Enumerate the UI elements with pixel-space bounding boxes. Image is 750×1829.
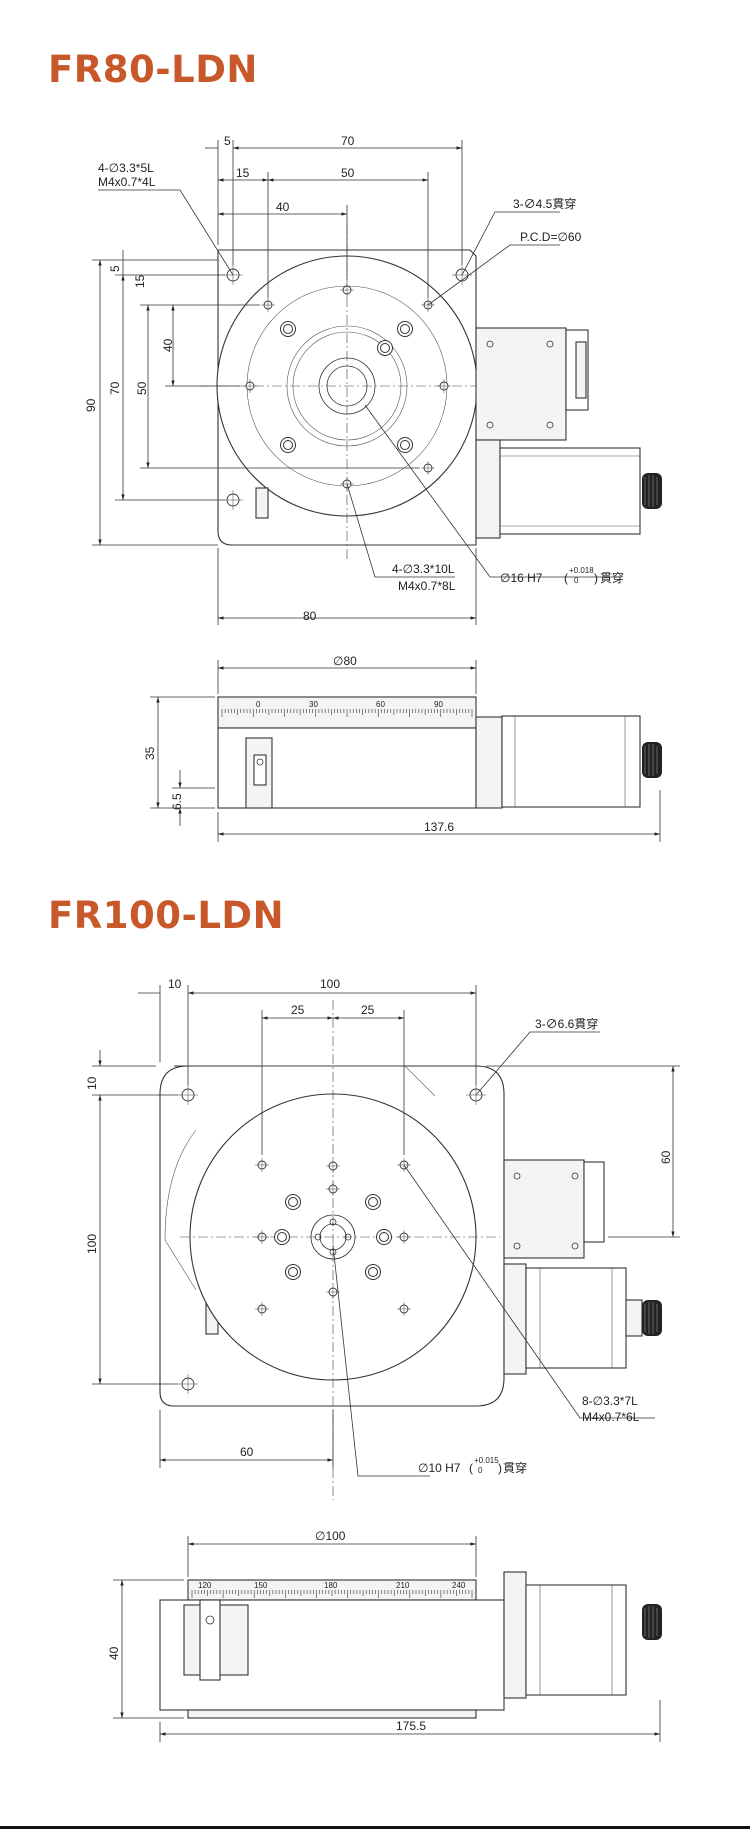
scale-label-150: 150 [254,1581,268,1590]
fr80-side-view: 0 30 60 90 ∅80 35 6.5 137.6 [143,654,663,842]
dim-h50: 50 [135,381,149,395]
scale-label-240: 240 [452,1581,466,1590]
fr100-side-view: 120 150 180 210 240 ∅100 40 175.5 [107,1529,663,1742]
scale-label-180: 180 [324,1581,338,1590]
model-title-fr100: FR100-LDN [48,894,285,937]
note-center-hole-100: ∅10 H7 [418,1461,461,1475]
scale-label-0: 0 [256,700,261,709]
note-bottom-2: M4x0.7*8L [398,579,456,593]
note-tol-upper-100: +0.015 [474,1456,499,1465]
fr80-top-view: 5 70 15 50 40 80 5 15 40 50 70 90 4-∅3.3… [84,134,663,625]
model-title-fr80: FR80-LDN [48,48,258,91]
dim-w5: 5 [224,134,231,148]
note-tol-bracket-100: ( [469,1461,473,1475]
dim-h6-5: 6.5 [170,793,184,810]
dim-w100: 100 [320,977,340,991]
note-center-suffix: 貫穿 [600,570,624,585]
dim-dia80: ∅80 [333,654,357,668]
note-top-left-2: M4x0.7*4L [98,175,156,189]
scale-label-210: 210 [396,1581,410,1590]
note-bottom-1: 4-∅3.3*10L [392,562,455,576]
fr80-scale-ticks [221,709,473,717]
dim-h15: 15 [133,274,147,288]
dim-h100: 100 [85,1234,99,1254]
dim-h40: 40 [107,1646,121,1660]
note-tol-bracket: ( [564,571,568,585]
note-center-hole: ∅16 H7 [500,571,543,585]
dim-h35: 35 [143,746,157,760]
note-tol-lower: 0 [574,576,579,585]
scale-label-90: 90 [434,700,443,709]
dim-len137: 137.6 [424,820,454,834]
fr100-top-view: 10 100 25 25 10 100 60 60 3-∅6.6貫穿 8-∅3.… [85,977,680,1500]
bottom-divider [0,1826,750,1829]
note-top-left-1: 4-∅3.3*5L [98,161,154,175]
dim-w40: 40 [276,200,290,214]
dim-w80: 80 [303,609,317,623]
dim-w70: 70 [341,134,355,148]
note-pcd: P.C.D=∅60 [520,230,582,244]
fr100-scale-ticks [191,1590,473,1598]
dim-w10: 10 [168,977,182,991]
dim-h5: 5 [108,265,122,272]
dim-h70: 70 [108,381,122,395]
note-right-2: M4x0.7*6L [582,1410,640,1424]
dim-h40: 40 [161,338,175,352]
note-tol-bracket-end-100: ) [498,1461,502,1475]
note-right-1: 8-∅3.3*7L [582,1394,638,1408]
note-through-hole-100: 3-∅6.6貫穿 [535,1016,598,1031]
dim-w25b: 25 [361,1003,375,1017]
dim-h60: 60 [659,1150,673,1164]
scale-label-60: 60 [376,700,385,709]
dim-w60: 60 [240,1445,254,1459]
dim-dia100: ∅100 [315,1529,346,1543]
dim-h10: 10 [85,1076,99,1090]
note-tol-lower-100: 0 [478,1466,483,1475]
dim-w50: 50 [341,166,355,180]
scale-label-120: 120 [198,1581,212,1590]
note-center-suffix-100: 貫穿 [503,1460,527,1475]
scale-label-30: 30 [309,700,318,709]
dim-len175: 175.5 [396,1719,426,1733]
note-through-hole: 3-∅4.5貫穿 [513,196,576,211]
note-tol-upper: +0.018 [569,566,594,575]
dim-h90: 90 [84,398,98,412]
note-tol-bracket-end: ) [594,571,598,585]
dim-w25a: 25 [291,1003,305,1017]
dim-w15: 15 [236,166,250,180]
